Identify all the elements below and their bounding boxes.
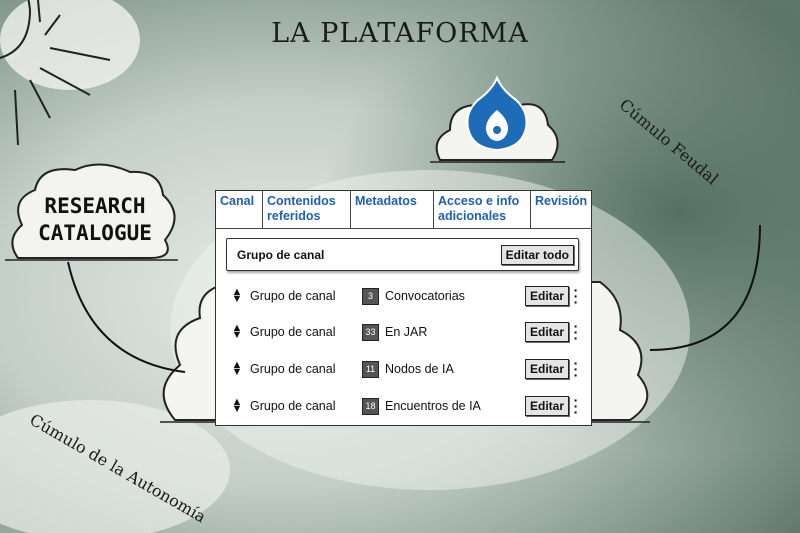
- tab-revision[interactable]: Revisión: [535, 194, 588, 208]
- sort-handle-icon[interactable]: ▲▼: [231, 322, 243, 341]
- research-cloud: [11, 163, 176, 259]
- edit-all-button[interactable]: Editar todo: [500, 244, 574, 265]
- channel-name: Convocatorias: [385, 289, 465, 303]
- row-group-label: Grupo de canal: [250, 325, 336, 339]
- kebab-menu-icon[interactable]: ···: [573, 318, 579, 346]
- sun-icon: [0, 0, 111, 146]
- list-item: ▲▼ Grupo de canal 3 Convocatorias Editar…: [230, 282, 590, 310]
- page-title: LA PLATAFORMA: [271, 18, 529, 49]
- kebab-menu-icon[interactable]: ···: [573, 355, 579, 383]
- group-title: Grupo de canal: [237, 247, 325, 262]
- list-item: ▲▼ Grupo de canal 33 En JAR Editar ···: [230, 318, 590, 346]
- research-catalogue-label: RESEARCH CATALOGUE: [38, 194, 152, 245]
- tab-metadatos[interactable]: Metadatos: [351, 191, 434, 228]
- count-badge: 18: [362, 397, 379, 415]
- row-group-label: Grupo de canal: [250, 362, 336, 376]
- sort-handle-icon[interactable]: ▲▼: [231, 396, 243, 415]
- kebab-menu-icon[interactable]: ···: [573, 282, 579, 310]
- edit-button[interactable]: Editar: [525, 359, 570, 379]
- count-badge: 33: [362, 323, 379, 341]
- drupal-logo-icon: [466, 75, 528, 152]
- sort-handle-icon[interactable]: ▲▼: [231, 359, 243, 378]
- list-item: ▲▼ Grupo de canal 11 Nodos de IA Editar …: [230, 355, 590, 383]
- edit-button[interactable]: Editar: [525, 322, 570, 342]
- channel-name: Encuentros de IA: [385, 399, 481, 413]
- edit-button[interactable]: Editar: [525, 286, 570, 306]
- kebab-menu-icon[interactable]: ···: [573, 392, 579, 420]
- tab-bar: Canal Contenidos referidos Metadatos Acc…: [216, 191, 591, 229]
- group-header: Grupo de canal Editar todo: [226, 238, 579, 271]
- tab-contenidos-referidos[interactable]: Contenidos referidos: [263, 191, 351, 228]
- list-item: ▲▼ Grupo de canal 18 Encuentros de IA Ed…: [230, 392, 590, 420]
- count-badge: 11: [362, 360, 379, 378]
- channel-name: En JAR: [385, 325, 428, 339]
- row-group-label: Grupo de canal: [250, 399, 336, 413]
- tab-acceso-info[interactable]: Acceso e info adicionales: [434, 191, 531, 228]
- channel-editor-panel: Canal Contenidos referidos Metadatos Acc…: [215, 190, 592, 426]
- tab-canal[interactable]: Canal: [216, 191, 263, 228]
- channel-name: Nodos de IA: [385, 362, 454, 376]
- edit-button[interactable]: Editar: [525, 396, 570, 416]
- count-badge: 3: [362, 287, 379, 305]
- row-group-label: Grupo de canal: [250, 289, 336, 303]
- sort-handle-icon[interactable]: ▲▼: [231, 286, 243, 305]
